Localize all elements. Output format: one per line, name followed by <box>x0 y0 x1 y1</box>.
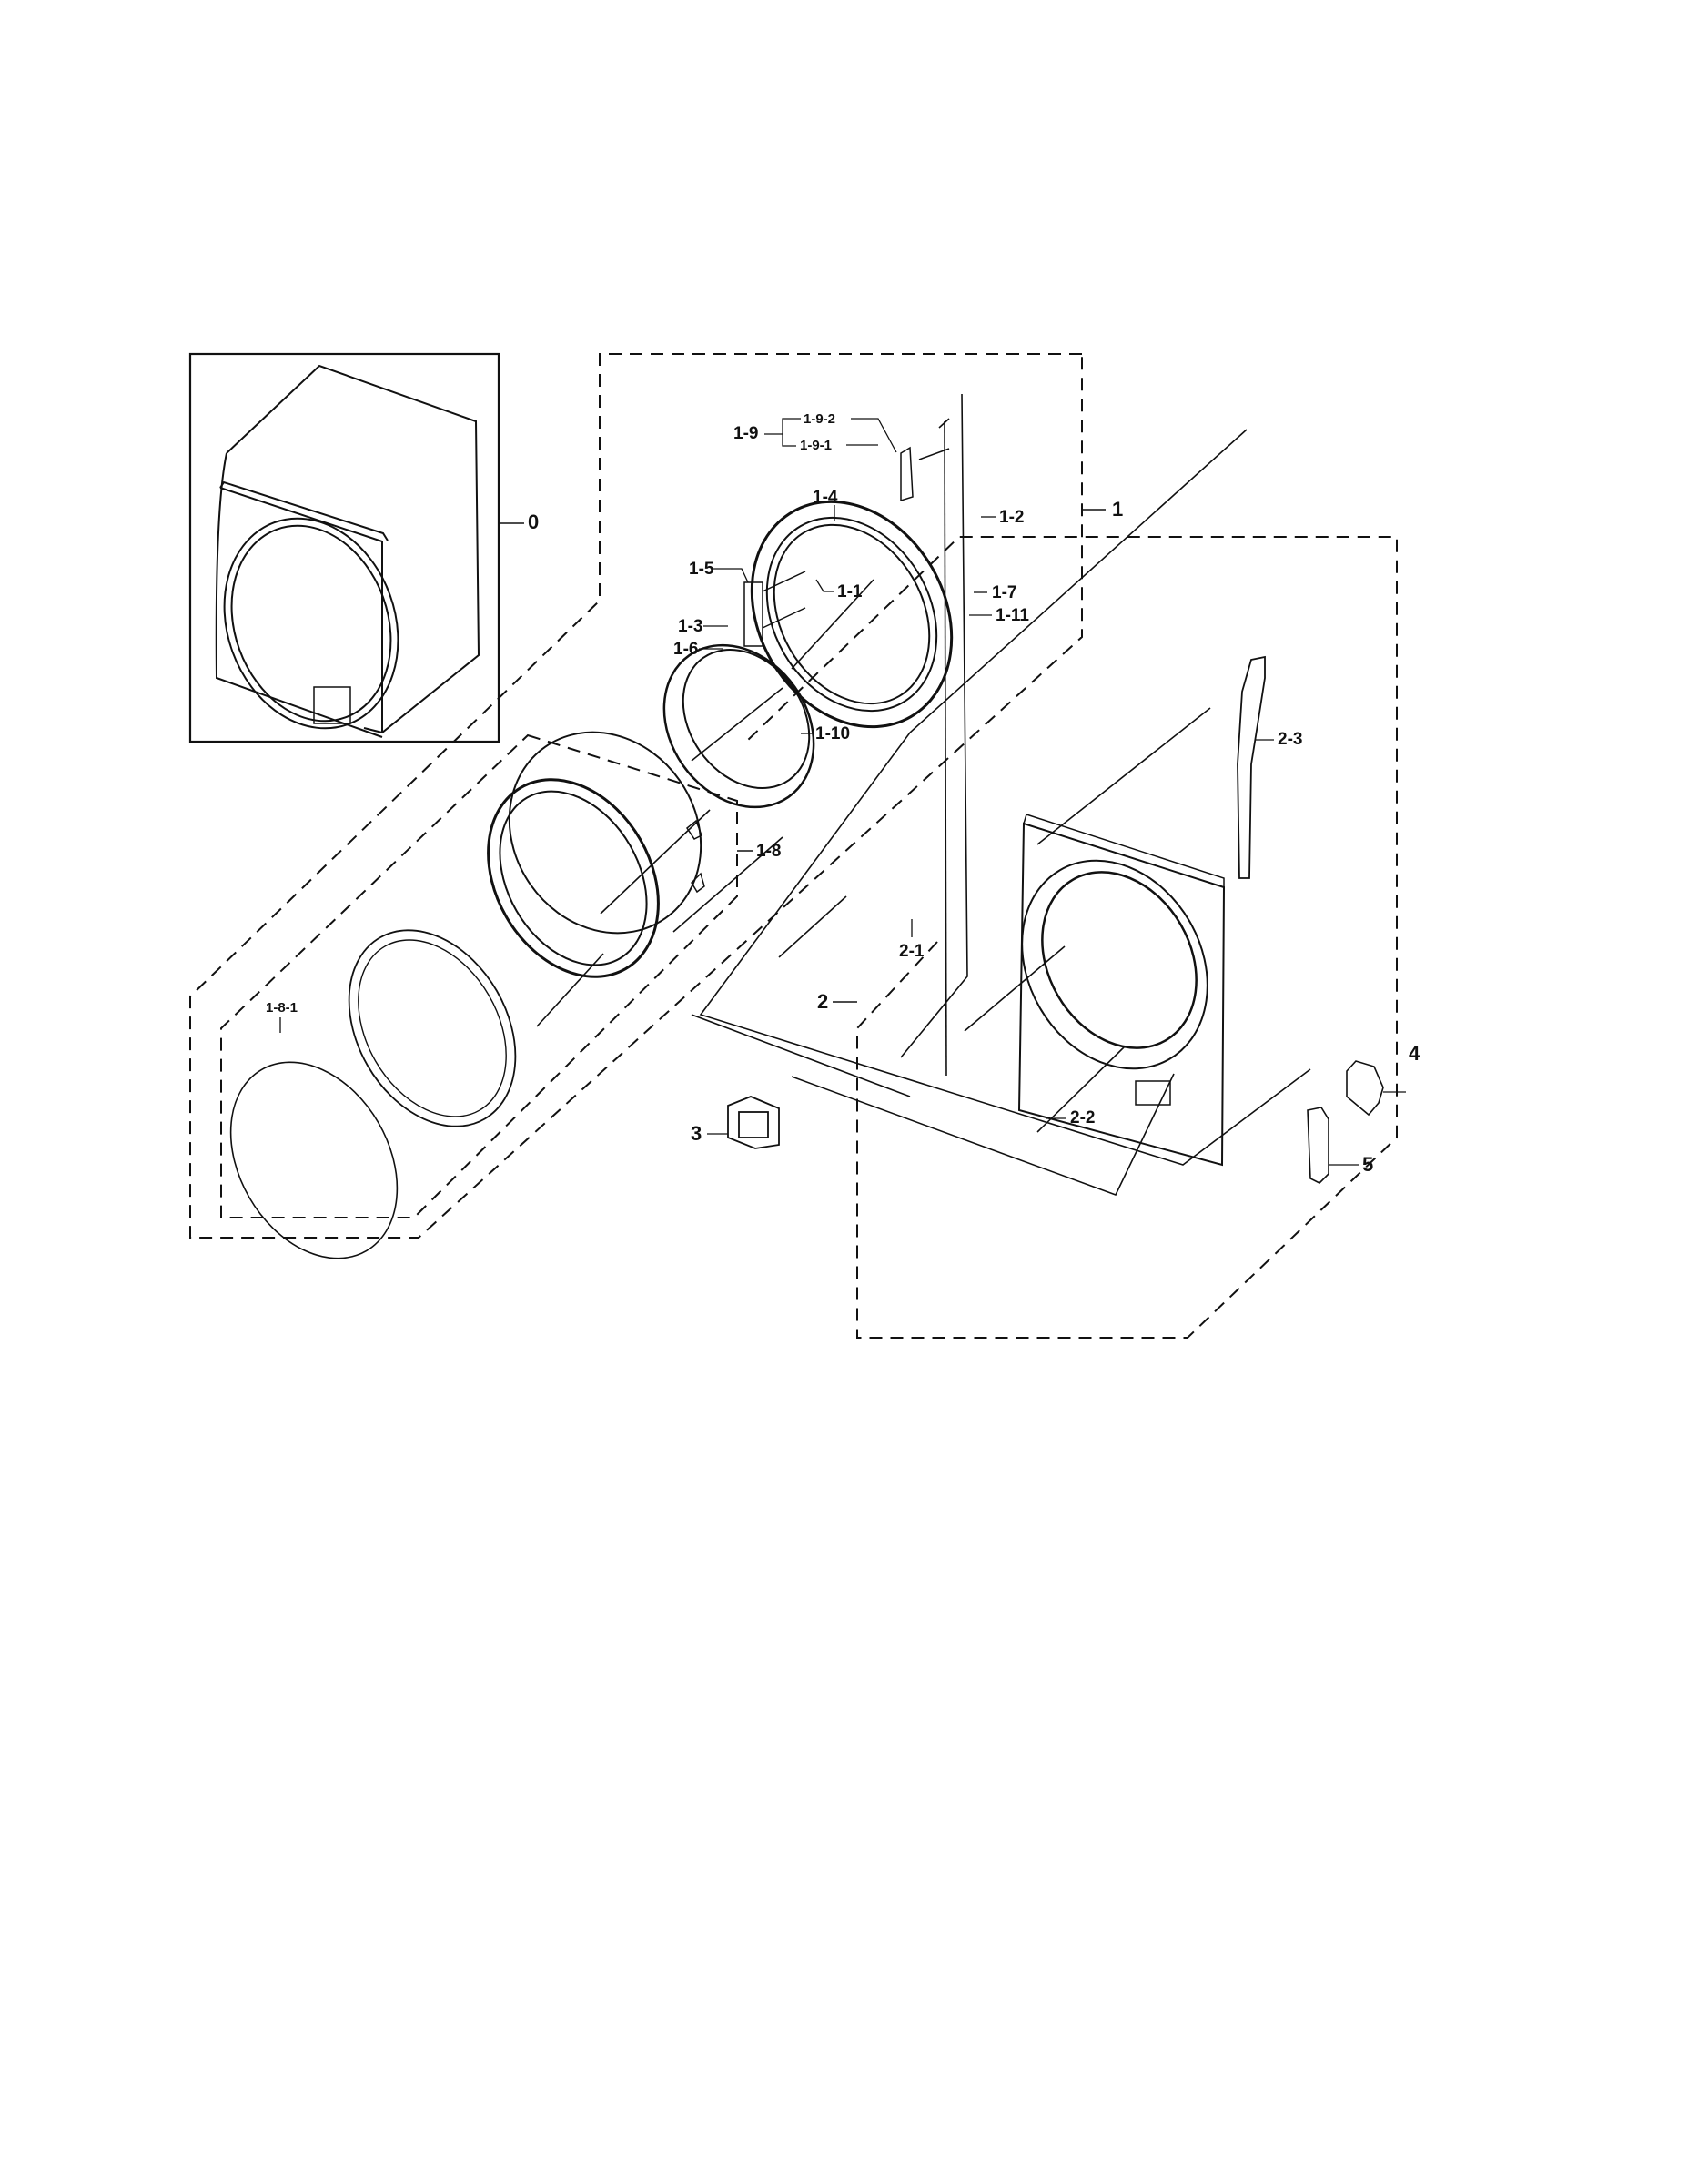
label-4: 4 <box>1409 1042 1420 1065</box>
part-4 <box>1346 1060 1406 1117</box>
group-outline-1 <box>189 353 1083 1239</box>
projection-lines <box>536 393 1311 1197</box>
part-5 <box>1307 1107 1359 1184</box>
label-1-10: 1-10 <box>815 724 851 743</box>
label-0: 0 <box>528 511 540 533</box>
part-1-9-hinge <box>900 446 914 502</box>
label-1-7: 1-7 <box>992 583 1017 602</box>
label-1-4: 1-4 <box>813 488 838 507</box>
label-2: 2 <box>817 990 829 1013</box>
part-1-4-door-ring <box>750 500 954 729</box>
box-assembly-0 <box>188 352 524 743</box>
label-5: 5 <box>1362 1153 1374 1176</box>
part-1-10-inner-ring <box>662 643 815 809</box>
label-3: 3 <box>691 1122 702 1145</box>
part-1-5-hinge <box>743 571 806 647</box>
part-2-3-strip <box>1237 655 1266 879</box>
label-2-1: 2-1 <box>899 942 925 961</box>
label-2-2: 2-2 <box>1070 1108 1096 1127</box>
label-1-6: 1-6 <box>673 640 699 659</box>
part-1-8-rings <box>229 731 705 1259</box>
leader-lines <box>279 418 1274 1135</box>
part-2-front-panel <box>1017 814 1226 1167</box>
label-1-5: 1-5 <box>689 560 714 579</box>
label-1-9-1: 1-9-1 <box>800 438 833 453</box>
label-1: 1 <box>1112 498 1124 521</box>
label-1-2: 1-2 <box>999 508 1025 527</box>
group-outline-2 <box>745 536 1398 1339</box>
label-1-9-2: 1-9-2 <box>804 411 836 427</box>
label-1-9: 1-9 <box>733 424 759 443</box>
label-1-3: 1-3 <box>678 617 703 636</box>
label-2-3: 2-3 <box>1278 730 1303 749</box>
label-1-11: 1-11 <box>996 606 1029 625</box>
label-1-1: 1-1 <box>837 582 863 602</box>
label-1-8-1: 1-8-1 <box>266 1000 298 1016</box>
group-outline-1-8 <box>220 733 738 1218</box>
part-3-bracket <box>727 1096 780 1149</box>
label-1-8: 1-8 <box>756 842 782 861</box>
